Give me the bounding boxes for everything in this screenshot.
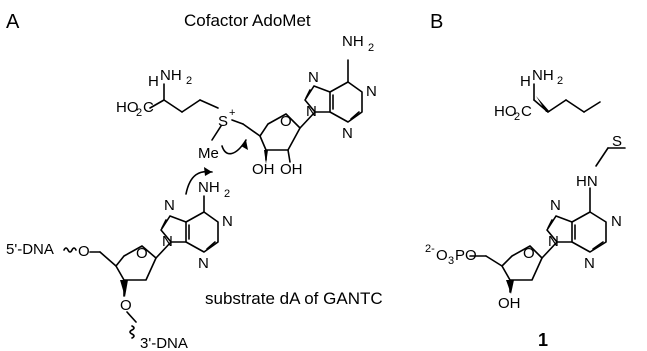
atom-o-ring-compound: O	[523, 245, 535, 262]
substrate-caption: substrate dA of GANTC	[205, 289, 383, 308]
substrate-wedge-bond	[120, 280, 128, 297]
panel-label-a: A	[6, 11, 20, 33]
atom-n3-compound: N	[584, 255, 595, 272]
phosphate-o: O	[436, 247, 448, 264]
atom-n7-adomet: N	[308, 69, 319, 86]
adomet-methionine-chain	[149, 83, 244, 141]
adomet-adenine	[299, 59, 363, 129]
atom-nh2-sub-substrate: 2	[224, 188, 230, 200]
atom-sulfonium: S	[218, 113, 228, 130]
atom-oh1-adomet: OH	[252, 161, 275, 178]
atom-ho2c-sub-a: 2	[136, 107, 142, 119]
atom-h-alpha-a: H	[148, 73, 159, 90]
atom-sulfonium-charge: +	[229, 107, 235, 119]
nucleophilic-attack-arrowhead	[204, 167, 212, 176]
phosphate-charge: 2-	[425, 243, 435, 255]
atom-h-alpha-b: H	[520, 73, 531, 90]
methyl-transfer-arrow	[221, 139, 247, 155]
atom-o5-substrate: O	[78, 243, 90, 260]
atom-n1-adomet: N	[366, 83, 377, 100]
atom-nh2-substrate: NH	[198, 179, 220, 196]
atom-ho2c-b: HO	[494, 103, 517, 120]
substrate-adenine	[155, 195, 219, 259]
panel-label-b: B	[430, 11, 443, 33]
atom-nh2-alpha-a: NH	[160, 67, 182, 84]
atom-nh2-sub-adomet: 2	[368, 42, 374, 54]
atom-n3-substrate: N	[198, 255, 209, 272]
atom-nh2-alpha-sub-a: 2	[186, 75, 192, 87]
adomet-ribose	[242, 113, 301, 164]
atom-o-ring-substrate: O	[136, 245, 148, 262]
atom-ho2c-a: HO	[116, 99, 139, 116]
atom-n1-compound: N	[611, 213, 622, 230]
atom-carboxyl-c-b: C	[521, 103, 532, 120]
compound-wedge-bond	[506, 280, 514, 294]
atom-n9-adomet: N	[306, 103, 317, 120]
compound-number: 1	[538, 330, 548, 350]
atom-ho2c-sub-b: 2	[514, 111, 520, 123]
atom-o3-substrate: O	[120, 297, 132, 314]
methyl-transfer-arrowhead	[241, 140, 248, 150]
dna-3-label: 3'-DNA	[140, 335, 188, 351]
dna-3-wavy-bond	[129, 325, 135, 339]
atom-n1-substrate: N	[222, 213, 233, 230]
atom-nh2-alpha-sub-b: 2	[557, 75, 563, 87]
atom-n9-compound: N	[548, 233, 559, 250]
atom-nh2-alpha-b: NH	[532, 67, 554, 84]
atom-nh2-adomet: NH	[342, 33, 364, 50]
atom-oh-compound: OH	[498, 295, 521, 312]
atom-n7-compound: N	[550, 197, 561, 214]
atom-hn-compound: HN	[576, 173, 598, 190]
atom-o-ribose-adomet: O	[280, 113, 292, 130]
atom-oh2-adomet: OH	[280, 161, 303, 178]
dna-5-label: 5'-DNA	[6, 241, 54, 258]
phosphate-o-sub: 3	[448, 255, 454, 267]
atom-n3-adomet: N	[342, 125, 353, 142]
atom-n9-substrate: N	[162, 233, 173, 250]
compound-alpha-wedge	[536, 96, 550, 112]
compound-adenine	[541, 211, 607, 259]
atom-carboxyl-c-a: C	[143, 99, 154, 116]
atom-s-compound-partial: S	[612, 133, 622, 150]
phosphate-po: PO	[455, 247, 477, 264]
cofactor-title: Cofactor AdoMet	[184, 11, 311, 30]
atom-methyl: Me	[198, 145, 219, 162]
atom-n7-substrate: N	[164, 197, 175, 214]
compound-amino-acid-chain	[533, 83, 626, 213]
dna-5-wavy-bond	[63, 247, 77, 253]
